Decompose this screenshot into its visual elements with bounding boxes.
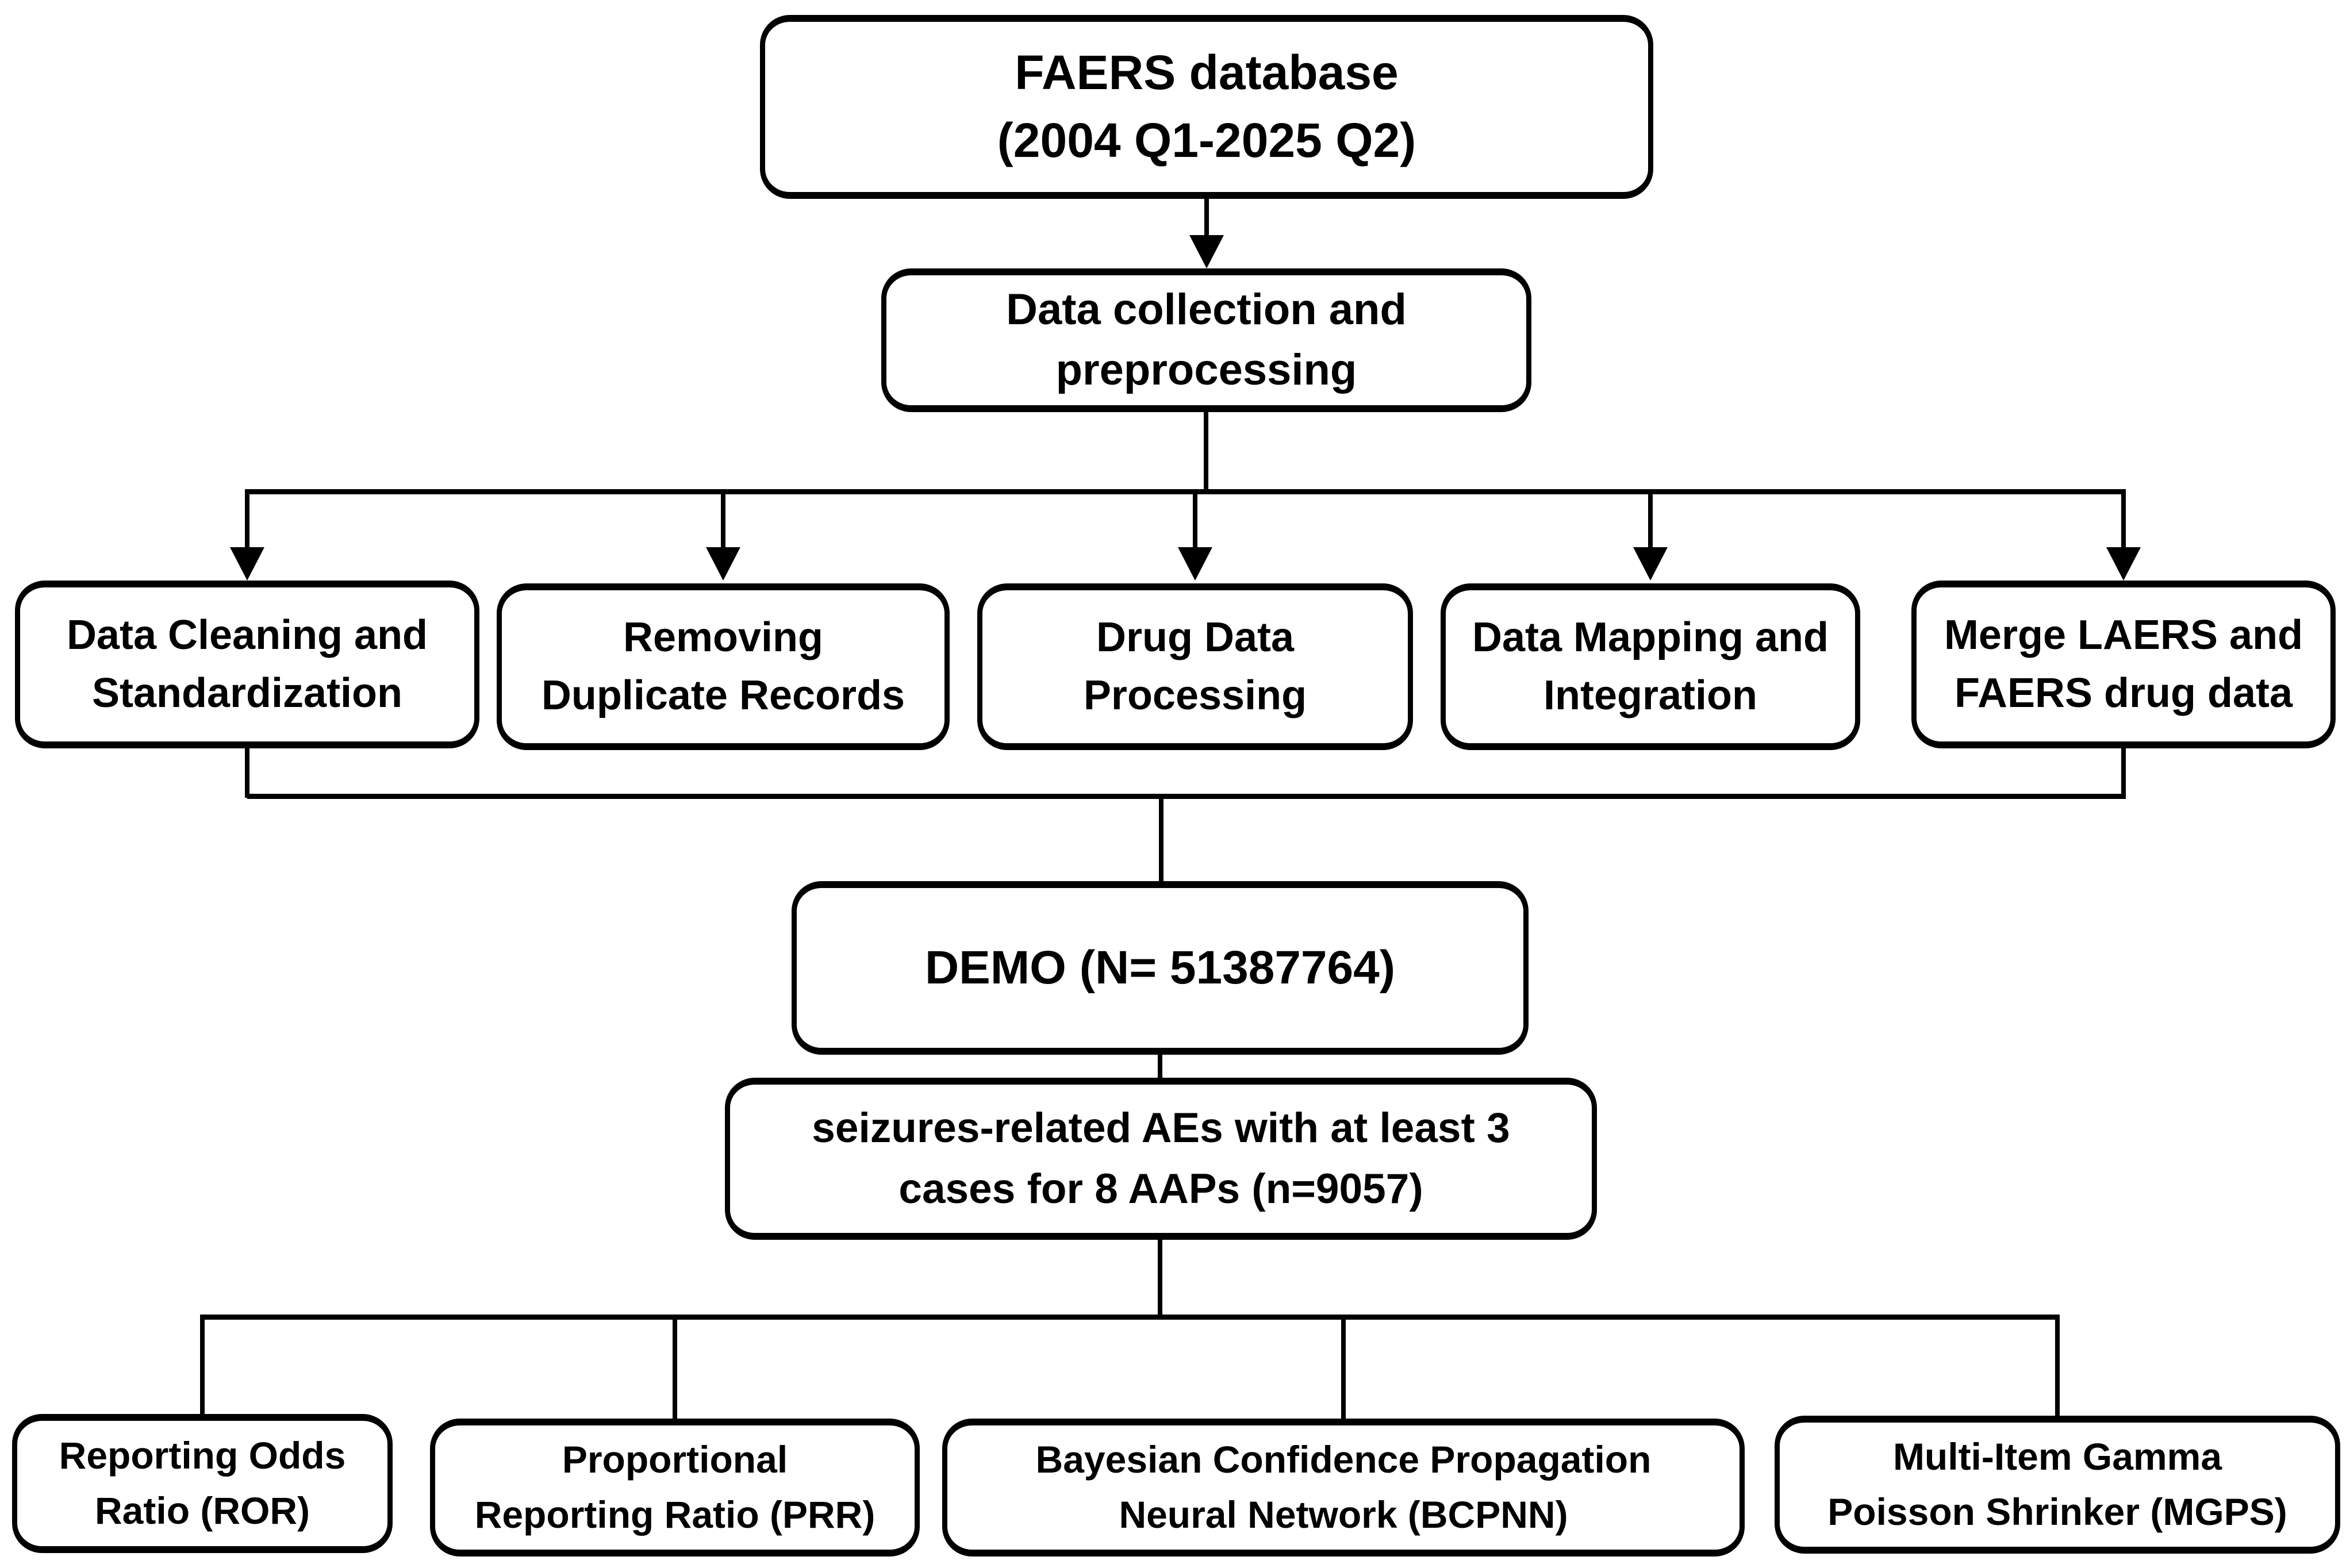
methods-bus-line: [202, 1315, 2060, 1320]
node-data-mapping: Data Mapping and Integration: [1441, 583, 1860, 750]
arrowhead-faers-to-collection: [1189, 235, 1224, 268]
connector-bus-to-merge: [2121, 489, 2126, 549]
node-merge-laers-faers-label: Merge LAERS and FAERS drug data: [1944, 612, 2303, 716]
node-mgps: Multi-Item Gamma Poisson Shrinker (MGPS): [1775, 1416, 2340, 1554]
node-bcpnn-label: Bayesian Confidence Propagation Neural N…: [1035, 1438, 1652, 1536]
connector-bus-to-ror: [200, 1315, 205, 1417]
node-demo: DEMO (N= 51387764): [792, 881, 1529, 1055]
arrowhead-bus-to-mapping: [1633, 547, 1668, 581]
connector-bus-to-prr: [673, 1315, 677, 1421]
connector-bus-to-mapping: [1648, 489, 1653, 549]
connector-seizures-to-methodsbus: [1158, 1239, 1162, 1319]
arrowhead-bus-to-dedup: [706, 547, 740, 581]
connector-mergebus-to-demo: [1159, 794, 1164, 882]
arrowhead-bus-to-merge: [2106, 547, 2141, 581]
node-seizures-aes-label: seizures-related AEs with at least 3 cas…: [812, 1105, 1510, 1212]
node-data-cleaning: Data Cleaning and Standardization: [15, 581, 479, 748]
node-data-collection: Data collection and preprocessing: [881, 268, 1531, 412]
fanout-bus-line: [247, 489, 2126, 494]
connector-faers-to-collection: [1204, 199, 1209, 239]
node-bcpnn: Bayesian Confidence Propagation Neural N…: [942, 1419, 1745, 1557]
node-removing-duplicates: Removing Duplicate Records: [497, 583, 950, 750]
connector-collection-to-bus: [1204, 410, 1208, 492]
node-merge-laers-faers: Merge LAERS and FAERS drug data: [1911, 581, 2336, 748]
node-faers-database: FAERS database (2004 Q1-2025 Q2): [760, 15, 1653, 199]
node-seizures-aes: seizures-related AEs with at least 3 cas…: [725, 1078, 1597, 1240]
connector-demo-to-seizures: [1158, 1054, 1162, 1080]
node-demo-label: DEMO (N= 51387764): [924, 941, 1396, 994]
connector-bus-to-mgps: [2055, 1315, 2060, 1418]
node-drug-data-processing-label: Drug Data Processing: [1083, 614, 1307, 718]
connector-bus-to-drug: [1193, 489, 1197, 549]
connector-merge-to-mergebus: [2121, 747, 2126, 798]
merge-bus-line: [247, 794, 2126, 799]
node-mgps-label: Multi-Item Gamma Poisson Shrinker (MGPS): [1827, 1435, 2287, 1533]
node-removing-duplicates-label: Removing Duplicate Records: [541, 614, 905, 718]
node-data-mapping-label: Data Mapping and Integration: [1472, 614, 1829, 718]
connector-cleaning-to-mergebus: [245, 747, 249, 798]
node-prr: Proportional Reporting Ratio (PRR): [430, 1419, 920, 1557]
connector-bus-to-dedup: [721, 489, 725, 549]
node-data-collection-label: Data collection and preprocessing: [1006, 285, 1407, 394]
node-drug-data-processing: Drug Data Processing: [977, 583, 1413, 750]
connector-bus-to-cleaning: [245, 489, 249, 549]
arrowhead-bus-to-drug: [1178, 547, 1212, 581]
node-data-cleaning-label: Data Cleaning and Standardization: [66, 612, 428, 716]
node-ror: Reporting Odds Ratio (ROR): [12, 1414, 393, 1553]
connector-bus-to-bcpnn: [1341, 1315, 1346, 1421]
node-prr-label: Proportional Reporting Ratio (PRR): [474, 1438, 876, 1536]
arrowhead-bus-to-cleaning: [230, 547, 264, 581]
node-ror-label: Reporting Odds Ratio (ROR): [59, 1434, 346, 1532]
node-faers-database-label: FAERS database (2004 Q1-2025 Q2): [997, 45, 1416, 167]
